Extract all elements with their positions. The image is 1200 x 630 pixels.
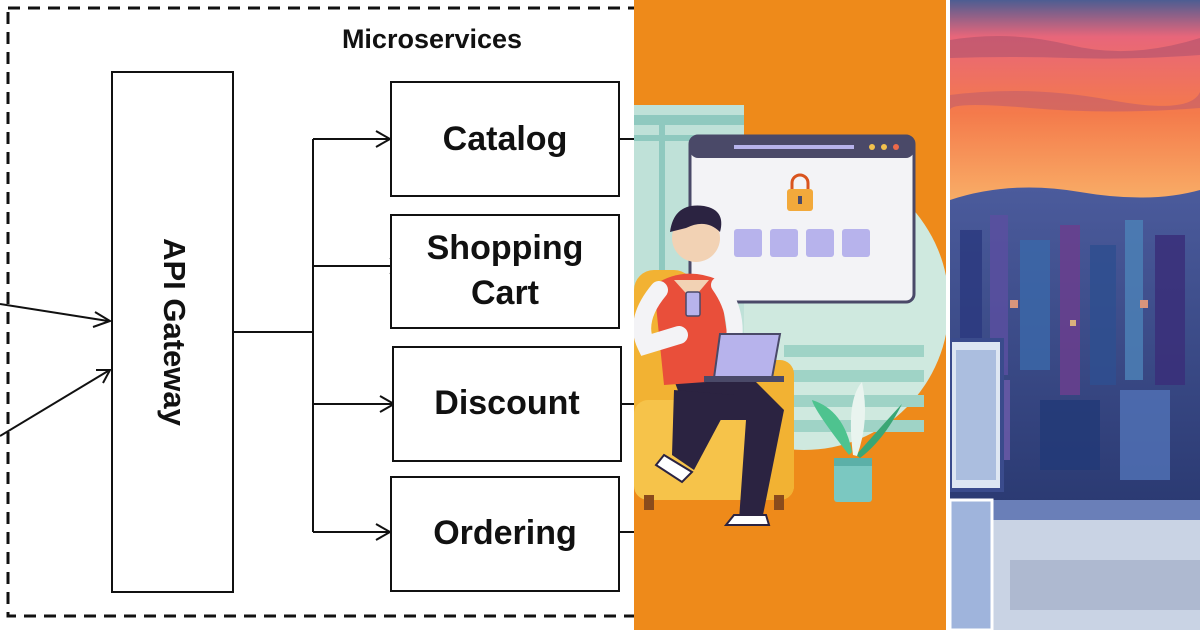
city-painting xyxy=(950,0,1200,630)
service-ordering: Ordering xyxy=(390,476,620,592)
catalog-box xyxy=(390,81,620,197)
drawer xyxy=(1010,560,1200,610)
discount-label: Discount xyxy=(434,384,579,422)
microservices-group-border xyxy=(6,6,634,618)
architecture-diagram: Microservices API Gateway Catalog Shoppi… xyxy=(0,6,634,618)
service-shopping-cart: Shopping Cart xyxy=(390,214,620,329)
window-dot xyxy=(881,144,887,150)
shopping-cart-box xyxy=(390,214,620,329)
discount-box xyxy=(392,346,622,462)
microservices-title: Microservices xyxy=(342,24,522,54)
cloud-band xyxy=(950,91,1200,112)
painted-buildings xyxy=(960,215,1185,480)
plant-icon xyxy=(812,382,902,502)
login-browser-window xyxy=(688,134,916,304)
cloud-band xyxy=(950,36,1200,59)
client-arrowhead-2 xyxy=(96,369,112,384)
catalog-label: Catalog xyxy=(443,120,568,158)
browser-frame xyxy=(688,134,916,304)
shopping-cart-label-line1: Shopping xyxy=(427,229,584,267)
shopping-cart-label-line2: Cart xyxy=(471,274,539,312)
person-figure xyxy=(634,205,784,526)
client-arrowhead-1 xyxy=(92,311,113,328)
security-illustration xyxy=(634,0,948,630)
diagram-canvas: Microservices API Gateway Catalog Shoppi… xyxy=(0,6,634,618)
shelf xyxy=(784,370,924,382)
ordering-box xyxy=(390,476,620,592)
blind-slat xyxy=(634,115,744,125)
pin-box xyxy=(842,229,870,257)
pin-box xyxy=(770,229,798,257)
painting-canvas xyxy=(950,0,1200,630)
laptop-icon xyxy=(704,333,784,382)
api-gateway-label: API Gateway xyxy=(157,238,192,427)
shelf xyxy=(784,345,924,357)
api-gateway-box xyxy=(111,71,234,593)
pin-box xyxy=(806,229,834,257)
address-bar xyxy=(734,145,854,149)
pin-box xyxy=(734,229,762,257)
canvas-painting xyxy=(956,350,996,480)
service-catalog: Catalog xyxy=(390,81,620,197)
table-edge xyxy=(950,500,1200,522)
panel-divider xyxy=(946,0,952,630)
service-discount: Discount xyxy=(392,346,622,462)
illustration-canvas xyxy=(634,105,948,526)
blind-slat xyxy=(634,135,744,141)
paint-jar xyxy=(950,498,994,630)
ordering-label: Ordering xyxy=(433,514,577,552)
client-arrow-1 xyxy=(0,303,109,322)
window-dot xyxy=(869,144,875,150)
window-dot xyxy=(893,144,899,150)
phone-icon xyxy=(685,291,701,317)
client-arrow-2 xyxy=(0,370,109,437)
lock-icon xyxy=(787,173,813,211)
